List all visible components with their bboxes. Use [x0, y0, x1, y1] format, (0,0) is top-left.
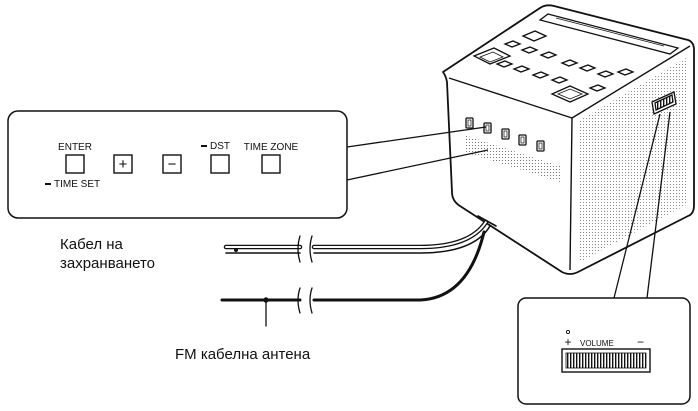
dst-button [210, 154, 230, 174]
plus-symbol: + [119, 156, 128, 173]
panel-buttons [65, 154, 281, 174]
enter-button [65, 154, 85, 174]
time-set-label: TIME SET [54, 179, 100, 190]
volume-label: VOLUME [580, 339, 614, 348]
volume-leaders [613, 111, 671, 299]
dst-label: DST [210, 141, 230, 152]
front-speaker-grille [464, 135, 560, 182]
volume-minus: − [637, 335, 644, 349]
plus-button [113, 154, 133, 174]
power-cable-caption-line1: Кабел на [60, 236, 123, 253]
power-cable-caption-line2: захранването [60, 255, 156, 272]
volume-plus: + [564, 335, 571, 349]
fm-antenna-cable [220, 230, 486, 327]
minus-symbol: − [168, 156, 177, 173]
power-cable [223, 215, 497, 263]
minus-button [162, 154, 182, 174]
time-zone-label: TIME ZONE [244, 142, 299, 153]
power-cable-caption: Кабел на захранването [60, 235, 155, 273]
volume-wheel-on-unit [651, 91, 677, 115]
enter-label: ENTER [58, 142, 92, 153]
power-cable-dot [234, 248, 238, 252]
dst-dash [201, 145, 207, 147]
time-zone-button [261, 154, 281, 174]
volume-indicator-dot [565, 329, 571, 335]
top-buttons [472, 30, 635, 103]
callout-leaders [346, 126, 489, 181]
front-buttons [465, 117, 545, 152]
fm-antenna-caption: FM кабелна антена [175, 346, 311, 363]
time-set-dash [45, 183, 51, 185]
volume-slider-grip [565, 352, 647, 369]
top-slot [538, 13, 680, 55]
